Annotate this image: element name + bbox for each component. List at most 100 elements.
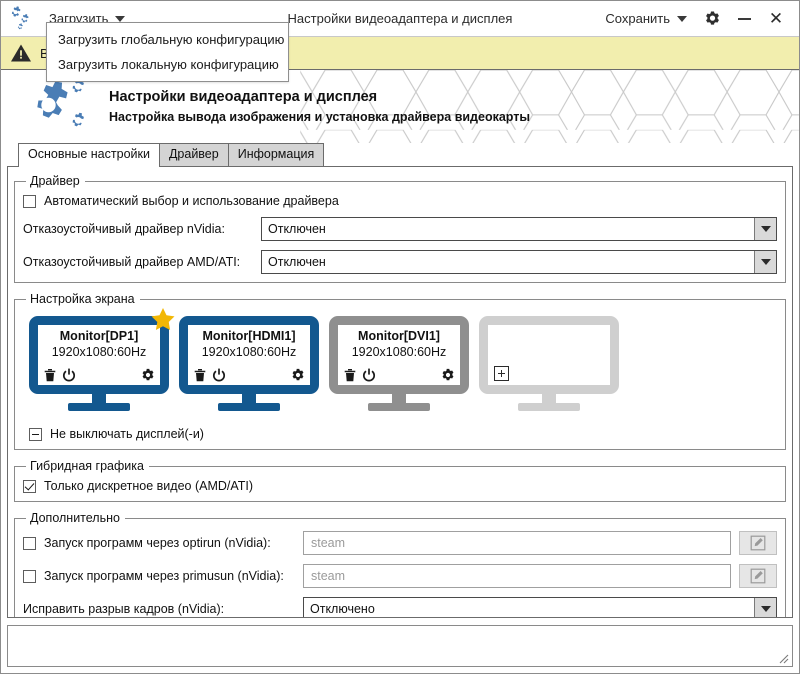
nvidia-driver-select[interactable]: Отключен [261,217,777,241]
primusrun-edit-button[interactable] [739,564,777,588]
tab-driver[interactable]: Драйвер [158,143,229,167]
discrete-video-checkbox[interactable]: Только дискретное видео (AMD/ATI) [23,479,253,493]
monitor-resolution: 1920x1080:60Hz [351,345,447,359]
power-icon[interactable] [362,368,376,382]
monitor-actions [343,368,455,383]
advanced-legend: Дополнительно [30,511,120,525]
monitor-screen: Monitor[DVI1] 1920x1080:60Hz [329,316,469,394]
monitor-resolution: 1920x1080:60Hz [201,345,297,359]
screen-setup-legend: Настройка экрана [30,292,135,306]
monitor-base [518,403,580,411]
close-icon: ✕ [768,9,784,28]
vsync-value: Отключено [310,602,375,616]
nvidia-driver-dropdown-button[interactable] [754,218,776,240]
banner-gears-icon [25,74,97,139]
monitor-card-dp1[interactable]: Monitor[DP1] 1920x1080:60Hz [29,308,175,411]
monitor-actions [193,368,305,383]
checkbox-box [23,479,36,493]
plus-icon[interactable] [494,366,509,381]
gear-icon [705,11,719,25]
chevron-down-icon [760,226,771,232]
optirun-label: Запуск программ через optirun (nVidia): [44,536,271,550]
optirun-edit-button[interactable] [739,531,777,555]
banner-title: Настройки видеоадаптера и дисплея [109,89,378,105]
optirun-checkbox[interactable]: Запуск программ через optirun (nVidia): [23,536,303,550]
monitor-actions [43,368,155,383]
monitor-card-dvi1[interactable]: Monitor[DVI1] 1920x1080:60Hz [329,316,469,411]
auto-driver-checkbox[interactable]: Автоматический выбор и использование дра… [23,194,339,208]
advanced-group: Дополнительно Запуск программ через opti… [14,511,786,617]
settings-button[interactable] [697,5,727,33]
optirun-input[interactable]: steam [303,531,731,555]
vsync-row: Исправить разрыв кадров (nVidia): Отключ… [23,597,777,617]
monitor-screen: Monitor[HDMI1] 1920x1080:60Hz [179,316,319,394]
banner-subtitle: Настройка вывода изображения и установка… [109,110,531,124]
hybrid-graphics-legend: Гибридная графика [30,459,144,473]
vsync-select[interactable]: Отключено [303,597,777,617]
nvidia-driver-row: Отказоустойчивый драйвер nVidia: Отключе… [23,217,777,241]
minimize-icon [737,17,751,20]
tab-main-settings[interactable]: Основные настройки [18,143,160,167]
menu-item-load-global[interactable]: Загрузить глобальную конфигурацию [58,32,285,47]
auto-driver-row: Автоматический выбор и использование дра… [23,194,777,208]
checkbox-box [23,536,36,550]
keep-display-on-row: Не выключать дисплей(-и) [23,427,777,441]
primusrun-input[interactable]: steam [303,564,731,588]
power-icon[interactable] [212,368,226,382]
discrete-video-row: Только дискретное видео (AMD/ATI) [23,479,777,493]
monitor-stand [392,394,406,403]
vsync-dropdown-button[interactable] [754,598,776,617]
tab-strip: Основные настройки Драйвер Информация [1,143,799,167]
optirun-row: Запуск программ через optirun (nVidia): … [23,531,777,555]
monitor-name: Monitor[DP1] [59,329,139,343]
pencil-edit-icon [750,568,766,584]
amd-driver-select[interactable]: Отключен [261,250,777,274]
auto-driver-label: Автоматический выбор и использование дра… [44,194,339,208]
monitor-stand [242,394,256,403]
resize-grip-icon[interactable] [776,651,789,664]
keep-display-on-checkbox[interactable]: Не выключать дисплей(-и) [29,427,204,441]
monitor-card-hdmi1[interactable]: Monitor[HDMI1] 1920x1080:60Hz [179,316,319,411]
save-menu-label: Сохранить [605,11,670,26]
amd-driver-dropdown-button[interactable] [754,251,776,273]
pencil-edit-icon [750,535,766,551]
primusrun-row: Запуск программ через primusun (nVidia):… [23,564,777,588]
chevron-down-icon [115,15,126,22]
primusrun-checkbox[interactable]: Запуск программ через primusun (nVidia): [23,569,303,583]
monitor-resolution: 1920x1080:60Hz [51,345,147,359]
monitor-name: Monitor[DVI1] [358,329,440,343]
checkbox-box [29,427,42,441]
chevron-down-icon [677,15,687,22]
save-menu-button[interactable]: Сохранить [597,8,695,29]
gear-icon[interactable] [441,368,455,382]
trash-icon[interactable] [43,368,57,382]
menu-item-load-local[interactable]: Загрузить локальную конфигурацию [58,57,279,72]
load-dropdown-menu[interactable]: Загрузить глобальную конфигурацию Загруз… [46,22,289,82]
trash-icon[interactable] [343,368,357,382]
screen-setup-group: Настройка экрана Monitor[DP1] 1920x1080:… [14,292,786,450]
tab-content-panel: Драйвер Автоматический выбор и использов… [7,166,793,618]
banner-text-block: Настройки видеоадаптера и дисплея Настро… [109,89,530,124]
optirun-placeholder: steam [311,536,346,550]
checkbox-box [23,194,36,208]
monitor-list: Monitor[DP1] 1920x1080:60Hz [23,308,777,413]
nvidia-driver-label: Отказоустойчивый драйвер nVidia: [23,222,225,236]
trash-icon[interactable] [193,368,207,382]
driver-group-legend: Драйвер [30,174,80,188]
amd-driver-row: Отказоустойчивый драйвер AMD/ATI: Отключ… [23,250,777,274]
gear-icon[interactable] [291,368,305,382]
titlebar-controls: Сохранить ✕ [591,5,791,33]
power-icon[interactable] [62,368,76,382]
minimize-button[interactable] [729,5,759,33]
hybrid-graphics-group: Гибридная графика Только дискретное виде… [14,459,786,502]
tab-information[interactable]: Информация [227,143,325,167]
monitor-stand [542,394,556,403]
primary-star-icon [151,308,175,330]
warning-triangle-icon [11,44,31,62]
monitor-screen [479,316,619,394]
vsync-label: Исправить разрыв кадров (nVidia): [23,602,225,616]
monitor-card-add-slot[interactable] [479,316,619,411]
close-button[interactable]: ✕ [761,5,791,33]
gear-icon[interactable] [141,368,155,382]
